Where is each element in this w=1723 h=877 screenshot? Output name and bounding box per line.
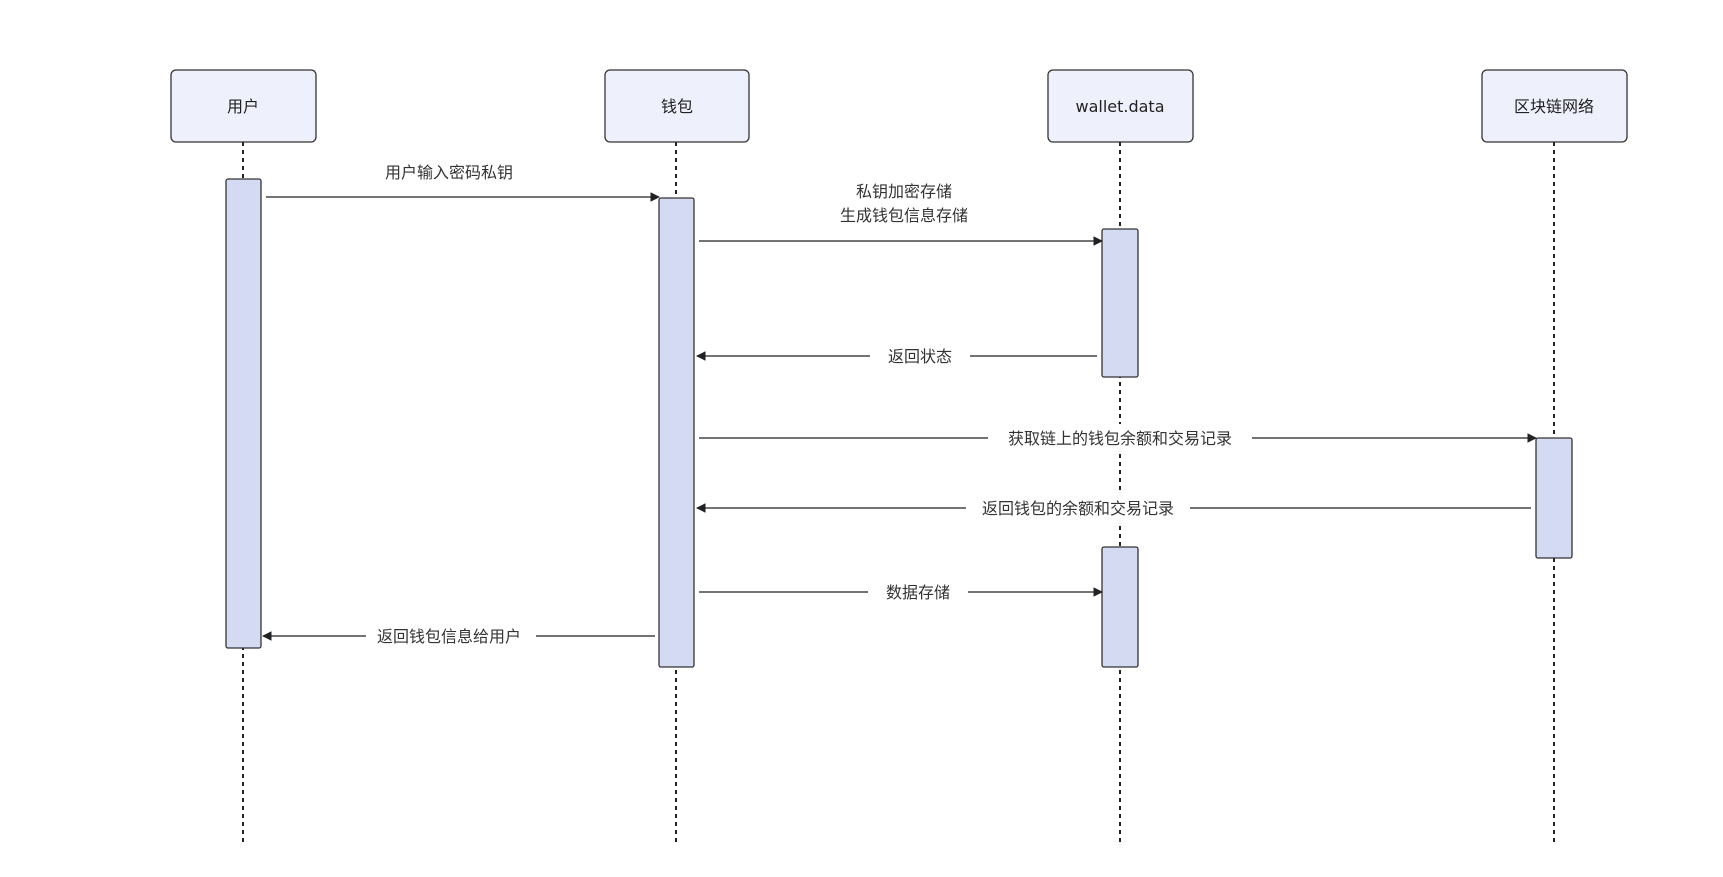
activation-user — [225, 178, 262, 649]
participant-label: 用户 — [227, 97, 259, 116]
participant-chain: 区块链网络 — [1481, 69, 1628, 143]
activation-walletdata-1 — [1101, 228, 1139, 378]
participant-label: wallet.data — [1075, 97, 1164, 116]
message-label-line-1: 私钥加密存储 — [856, 182, 952, 201]
message-7: 返回钱包信息给用户 — [262, 622, 655, 650]
message-label: 返回钱包的余额和交易记录 — [982, 499, 1174, 518]
message-1: 用户输入密码私钥 — [266, 163, 660, 202]
message-6: 数据存储 — [699, 578, 1103, 606]
activation-chain — [1535, 437, 1573, 559]
message-label: 数据存储 — [886, 583, 950, 602]
message-3: 返回状态 — [696, 341, 1097, 369]
participant-walletdata: wallet.data — [1047, 69, 1194, 143]
message-label: 用户输入密码私钥 — [385, 163, 513, 182]
participant-wallet: 钱包 — [604, 69, 750, 143]
message-5: 返回钱包的余额和交易记录 — [696, 494, 1531, 522]
message-label-line-2: 生成钱包信息存储 — [840, 206, 968, 225]
message-4: 获取链上的钱包余额和交易记录 — [699, 424, 1537, 452]
message-2: 私钥加密存储 生成钱包信息存储 — [699, 182, 1103, 246]
participant-label: 区块链网络 — [1514, 97, 1594, 116]
activation-walletdata-2 — [1101, 546, 1139, 668]
activation-wallet — [658, 197, 695, 668]
participant-user: 用户 — [170, 69, 317, 143]
message-label: 返回状态 — [888, 347, 952, 366]
participant-label: 钱包 — [661, 97, 693, 116]
message-label: 获取链上的钱包余额和交易记录 — [1008, 429, 1232, 448]
message-label: 返回钱包信息给用户 — [377, 627, 521, 646]
